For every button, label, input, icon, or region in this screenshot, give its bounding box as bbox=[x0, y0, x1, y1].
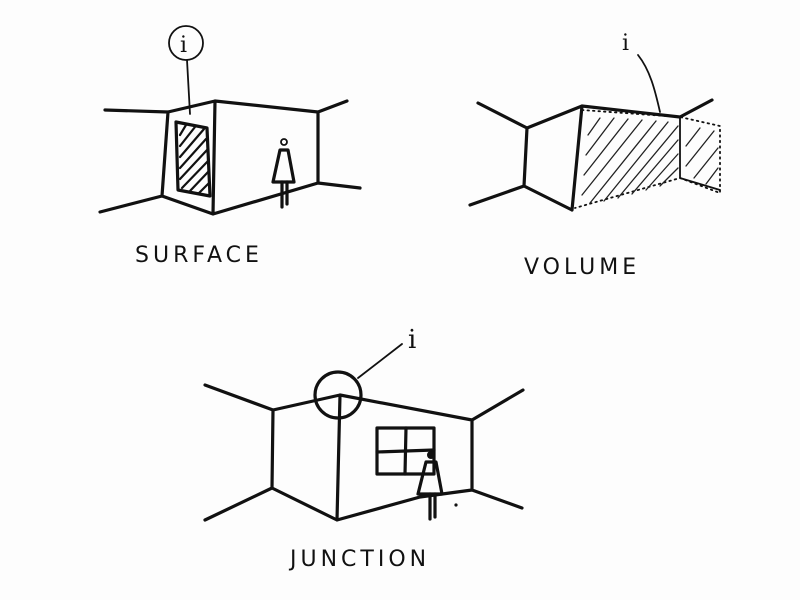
volume-marker-label: i bbox=[622, 31, 629, 56]
volume-label: VOLUME bbox=[524, 255, 640, 280]
surface-hatched-panel bbox=[174, 120, 212, 198]
junction-marker: i bbox=[313, 325, 416, 420]
volume-marker: i bbox=[622, 31, 661, 113]
surface-label: SURFACE bbox=[135, 243, 263, 268]
junction-person-figure bbox=[416, 451, 458, 521]
junction-sketch: i JUNCTION bbox=[203, 325, 525, 572]
volume-hatched-region bbox=[574, 109, 721, 209]
junction-label: JUNCTION bbox=[288, 547, 430, 572]
surface-room-outline bbox=[98, 99, 362, 216]
surface-person-figure bbox=[271, 138, 296, 209]
surface-sketch: i SURFACE bbox=[98, 25, 362, 268]
volume-sketch: i VOLUME bbox=[468, 31, 721, 280]
junction-room-outline bbox=[203, 383, 525, 522]
surface-marker: i bbox=[168, 25, 204, 115]
surface-marker-label: i bbox=[180, 33, 187, 58]
volume-room-outline bbox=[468, 98, 714, 212]
junction-marker-label: i bbox=[408, 325, 416, 355]
junction-window bbox=[375, 426, 436, 476]
